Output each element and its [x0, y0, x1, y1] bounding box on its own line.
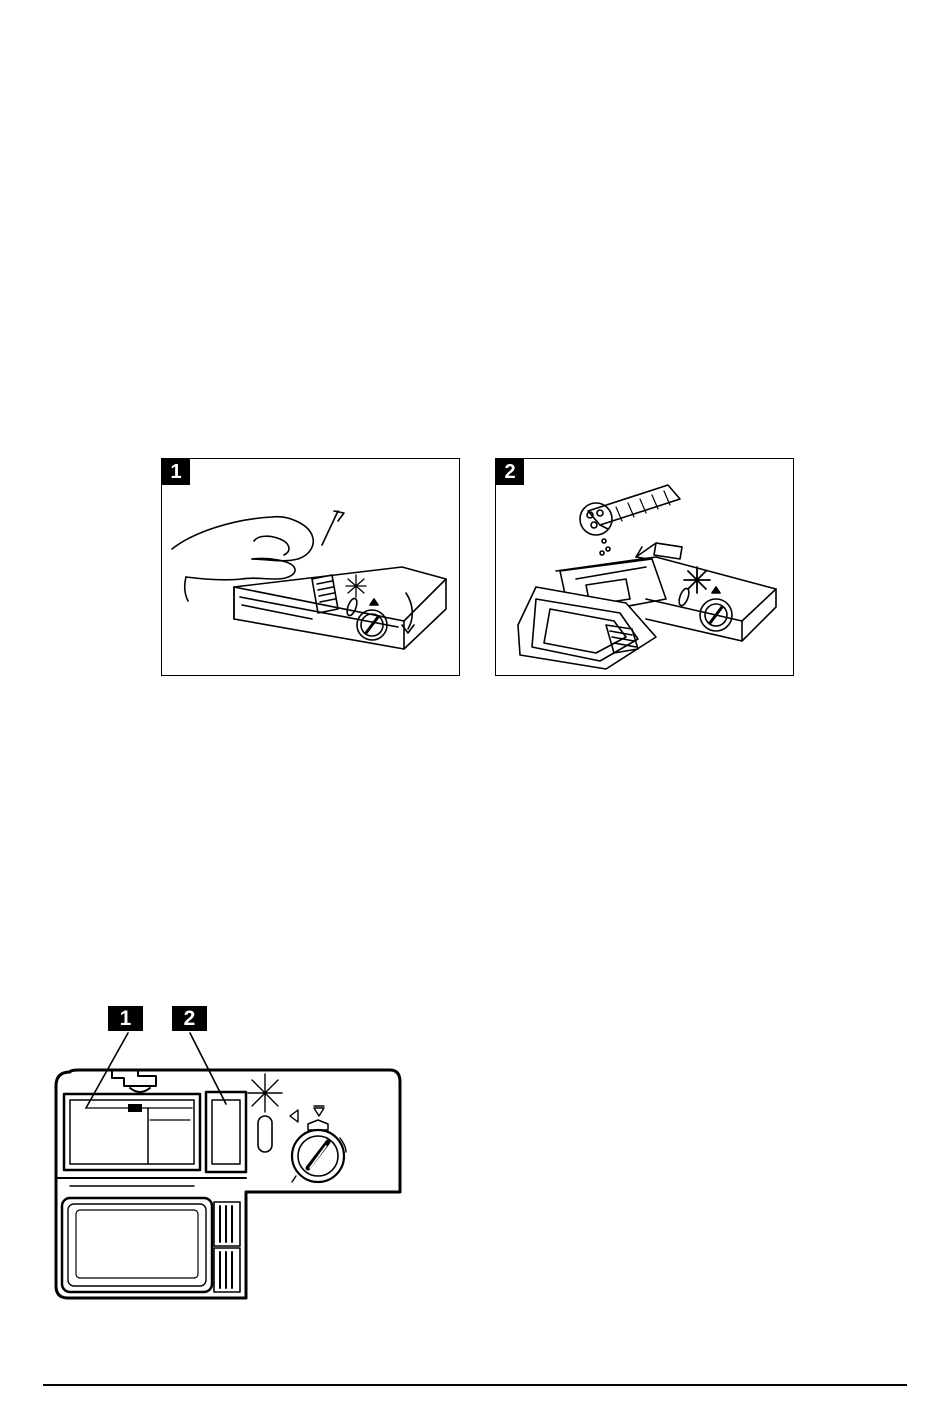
dispenser-diagram	[50, 1030, 410, 1306]
panel-2-fill-dispenser: 2	[495, 458, 794, 676]
panel-1-close-dispenser: 1	[161, 458, 460, 676]
panel-1-illustration	[162, 459, 459, 675]
panel-2-illustration	[496, 459, 793, 675]
callout-2-badge: 2	[172, 1006, 207, 1031]
callout-1-badge: 1	[108, 1006, 143, 1031]
footer-rule	[43, 1384, 907, 1386]
